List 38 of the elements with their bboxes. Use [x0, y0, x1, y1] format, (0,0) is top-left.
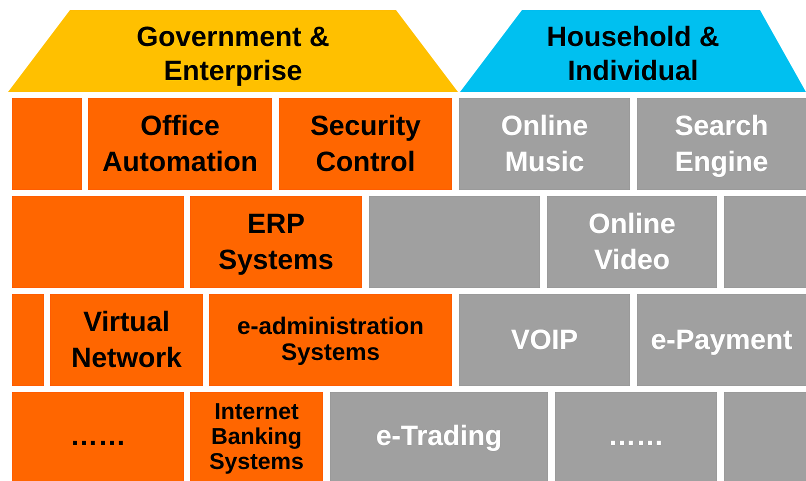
brick: [12, 196, 184, 288]
brick-label: ERP Systems: [217, 206, 335, 277]
brick-label: Search Engine: [674, 108, 770, 179]
brick-label: Security Control: [309, 108, 422, 179]
brick: [459, 98, 630, 190]
brick: [190, 196, 362, 288]
banner-title: Government & Enterprise: [136, 20, 330, 88]
brick-label: e-administration Systems: [236, 314, 425, 366]
brick: [12, 294, 44, 386]
brick: [50, 294, 203, 386]
brick-label: Virtual Network: [70, 304, 183, 375]
brick-label: e-Payment: [650, 322, 792, 357]
brick: [190, 392, 323, 481]
brick: [637, 294, 806, 386]
brick-label: ……: [608, 419, 664, 454]
brick-label: Online Music: [500, 108, 590, 179]
trapezoid-banner: [8, 10, 458, 92]
brick-label: Office Automation: [101, 108, 259, 179]
brick: [12, 98, 82, 190]
brick: [637, 98, 806, 190]
brick: [88, 98, 272, 190]
brick: [724, 392, 806, 481]
banner-title: Household & Individual: [546, 20, 720, 88]
brick-label: VOIP: [511, 322, 578, 357]
trapezoid-banner: [460, 10, 806, 92]
brick: [279, 98, 452, 190]
brick-label: Online Video: [587, 206, 677, 277]
brick-label: ……: [70, 419, 126, 454]
brick: [330, 392, 548, 481]
brick-label: Internet Banking Systems: [208, 398, 305, 474]
brick: [209, 294, 452, 386]
brick: [555, 392, 717, 481]
brick: [459, 294, 630, 386]
brick: [724, 196, 806, 288]
brick-label: e-Trading: [376, 419, 502, 454]
brick: [547, 196, 717, 288]
brick: [369, 196, 540, 288]
brick: [12, 392, 184, 481]
